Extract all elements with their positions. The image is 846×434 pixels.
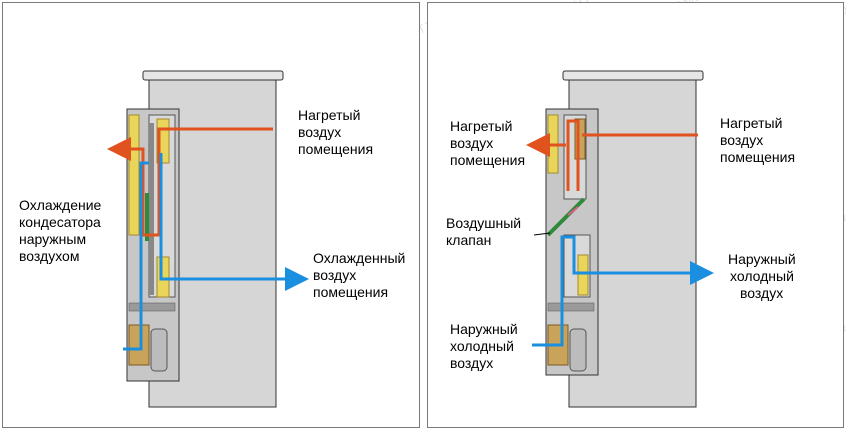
right-diagram: [526, 70, 714, 408]
green-damper: [145, 193, 149, 241]
label-heated-air-outer: Нагретый воздух помещения: [720, 115, 796, 165]
hot-air-loop: [566, 119, 580, 191]
label-condenser-cooling: Охлаждение кондесатора наружным воздухом: [19, 197, 102, 264]
left-diagram: [107, 70, 309, 408]
right-diagram-panel: Нагретый воздух помещения Нагретый возду…: [427, 2, 844, 428]
air-damper-pin: [567, 206, 579, 216]
compressor-coil: [128, 324, 150, 366]
cabinet-roof: [562, 70, 704, 81]
cooled-air-flow: [159, 153, 309, 291]
label-heated-air-inner: Нагретый воздух помещения: [450, 118, 526, 168]
unit-partition: [149, 123, 154, 295]
unit-bottom-shelf: [128, 302, 176, 312]
hot-air-flow: [107, 127, 273, 237]
air-damper: [546, 197, 586, 237]
compressor-can: [569, 328, 587, 372]
left-diagram-panel: Нагретый воздух помещения Охлаждение кон…: [2, 2, 420, 428]
damper-leader: [533, 232, 551, 236]
label-cooled-air: Охлажденный воздух помещения: [313, 250, 406, 300]
compressor-can: [150, 328, 168, 372]
label-outdoor-cold-air-right: Наружный холодный воздух: [728, 251, 796, 301]
label-air-damper: Воздушный клапан: [446, 215, 522, 248]
heater-coil: [574, 118, 586, 160]
cabinet-roof: [142, 70, 284, 81]
cold-air-flow: [123, 161, 149, 351]
evaporator-coil: [577, 254, 589, 296]
label-outdoor-cold-air-left: Наружный холодный воздух: [450, 321, 518, 371]
condenser-coil: [128, 114, 140, 236]
outdoor-cold-in: [532, 235, 714, 347]
evaporator-coil-bottom: [156, 256, 170, 298]
unit-bottom-shelf: [547, 302, 595, 312]
label-heated-air: Нагретый воздух помещения: [298, 107, 374, 157]
